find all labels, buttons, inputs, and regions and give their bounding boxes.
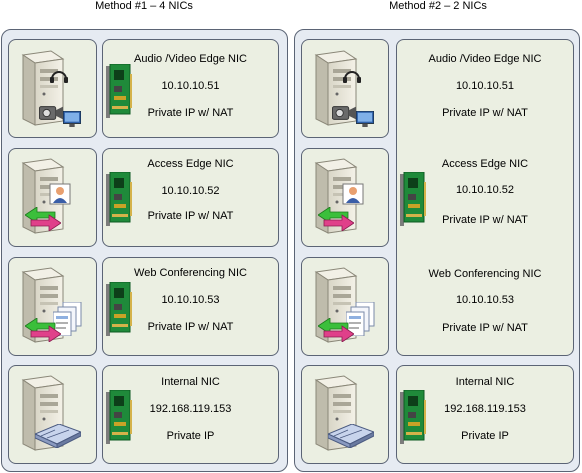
nic-name: Audio /Video Edge NIC xyxy=(134,53,247,65)
server-internal-icon xyxy=(22,375,81,451)
nic-ip: 10.10.10.52 xyxy=(161,185,220,197)
nic-ip-web: 10.10.10.53 xyxy=(455,294,515,306)
method1-title: Method #1 – 4 NICs xyxy=(95,0,193,12)
nic-ip-type: Private IP w/ NAT xyxy=(147,107,234,119)
nic-ip-type-web: Private IP w/ NAT xyxy=(442,322,528,334)
server-internal-icon xyxy=(315,375,374,451)
server-web-icon xyxy=(315,267,375,343)
server-access-icon xyxy=(315,158,364,234)
nic-name-access: Access Edge NIC xyxy=(441,158,529,170)
method2-title: Method #2 – 2 NICs xyxy=(389,0,487,12)
nic-card-icon xyxy=(400,390,426,445)
nic-ip-av: 10.10.10.51 xyxy=(455,80,515,92)
nic-ip: 192.168.119.153 xyxy=(444,403,526,415)
nic-card-icon xyxy=(106,172,132,227)
nic-card-icon xyxy=(400,172,426,227)
server-av-icon xyxy=(22,50,81,127)
nic-ip-type: Private IP w/ NAT xyxy=(147,321,234,333)
server-web-icon xyxy=(22,267,82,343)
nic-ip-access: 10.10.10.52 xyxy=(455,184,515,196)
nic-card-icon xyxy=(106,64,132,119)
nic-name: Web Conferencing NIC xyxy=(134,267,247,279)
server-av-icon xyxy=(315,50,374,127)
nic-ip-type: Private IP xyxy=(461,430,509,442)
nic-ip-type: Private IP w/ NAT xyxy=(147,210,234,222)
server-access-icon xyxy=(22,158,71,234)
nic-name: Internal NIC xyxy=(455,376,515,388)
nic-ip-type-access: Private IP w/ NAT xyxy=(442,214,528,226)
nic-ip: 192.168.119.153 xyxy=(149,403,232,415)
method1-nic-box-av: Audio /Video Edge NIC 10.10.10.51 Privat… xyxy=(102,39,279,138)
nic-name-web: Web Conferencing NIC xyxy=(428,268,542,280)
nic-card-icon xyxy=(106,282,132,337)
nic-ip-type-av: Private IP w/ NAT xyxy=(442,107,528,119)
method1-nic-box-internal: Internal NIC 192.168.119.153 Private IP xyxy=(102,365,279,464)
nic-name: Internal NIC xyxy=(161,376,220,388)
nic-card-icon xyxy=(106,390,132,445)
nic-ip: 10.10.10.53 xyxy=(161,294,220,306)
nic-name-av: Audio /Video Edge NIC xyxy=(428,53,542,65)
nic-name: Access Edge NIC xyxy=(147,158,234,170)
nic-ip-type: Private IP xyxy=(166,430,215,442)
nic-ip: 10.10.10.51 xyxy=(161,80,220,92)
